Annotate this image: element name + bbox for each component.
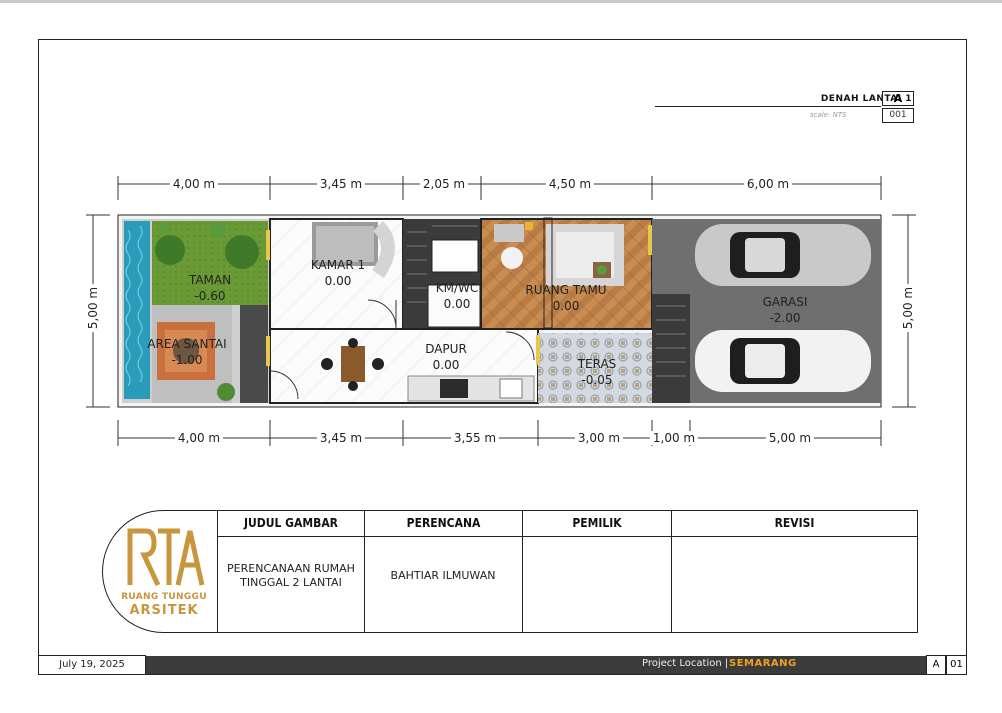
- tb-header-revisi: REVISI: [774, 516, 815, 530]
- room-taman: TAMAN -0.60: [189, 272, 231, 304]
- tb-value-judul: PERENCANAAN RUMAH TINGGAL 2 LANTAI: [227, 562, 355, 590]
- dim-bottom-5: 1,00 m: [649, 431, 699, 445]
- logo-frame: [102, 510, 220, 633]
- footer-location-value: SEMARANG: [729, 658, 797, 669]
- title-underline: [655, 106, 881, 107]
- room-kmwc-level: 0.00: [443, 297, 471, 311]
- footer-sheet-letter: A: [926, 655, 946, 675]
- dim-top-1: 4,00 m: [169, 177, 219, 191]
- room-area-santai: AREA SANTAI -1.00: [147, 336, 226, 368]
- dim-bottom-1: 4,00 m: [174, 431, 224, 445]
- sheet-number-box: 001: [882, 108, 914, 123]
- dim-left: 5,00 m: [86, 283, 100, 333]
- room-dapur: DAPUR 0.00: [425, 341, 467, 373]
- room-teras: TERAS -0.05: [578, 356, 617, 388]
- dim-top-3: 2,05 m: [419, 177, 469, 191]
- tb-header-divider: [217, 536, 918, 537]
- tb-header-judul: JUDUL GAMBAR: [243, 516, 338, 530]
- tb-value-perencana: BAHTIAR ILMUWAN: [390, 569, 496, 582]
- room-ruang-tamu-level: 0.00: [552, 299, 580, 313]
- sheet-border: [38, 39, 967, 675]
- room-kamar-name: KAMAR 1: [310, 257, 366, 272]
- room-kmwc-name: KM/WC: [435, 280, 479, 295]
- room-area-santai-name: AREA SANTAI: [147, 336, 227, 351]
- car-icon: [695, 224, 871, 286]
- scale-label: scale: NTS: [810, 111, 847, 119]
- dim-bottom-2: 3,45 m: [316, 431, 366, 445]
- room-ruang-tamu-name: RUANG TAMU: [525, 282, 607, 297]
- room-garasi: GARASI -2.00: [763, 294, 808, 326]
- tb-header-perencana: PERENCANA: [406, 516, 481, 530]
- logo-text-line2: ARSITEK: [129, 603, 199, 618]
- room-taman-level: -0.60: [194, 289, 226, 303]
- room-garasi-level: -2.00: [769, 311, 801, 325]
- drawing-title: DENAH LANTAI 1: [820, 94, 912, 104]
- room-taman-name: TAMAN: [188, 272, 232, 287]
- room-teras-level: -0.05: [581, 373, 613, 387]
- room-area-santai-level: -1.00: [171, 353, 203, 367]
- room-teras-name: TERAS: [577, 356, 617, 371]
- dim-right: 5,00 m: [901, 283, 915, 333]
- room-kmwc: KM/WC 0.00: [436, 280, 479, 312]
- room-dapur-level: 0.00: [432, 358, 460, 372]
- footer-sheet-number: 01: [946, 655, 967, 675]
- dim-bottom-6: 5,00 m: [765, 431, 815, 445]
- sheet-letter-box: A: [882, 91, 914, 106]
- logo-mark: [127, 528, 205, 587]
- title-separator: ::: [873, 94, 880, 104]
- dim-top-4: 4,50 m: [545, 177, 595, 191]
- logo-text-line1: RUANG TUNGGU: [121, 592, 207, 602]
- room-dapur-name: DAPUR: [425, 341, 467, 356]
- top-strip: [0, 0, 1002, 3]
- dim-bottom-3: 3,55 m: [450, 431, 500, 445]
- car-icon: [695, 330, 871, 392]
- dim-top-2: 3,45 m: [316, 177, 366, 191]
- dim-bottom-4: 3,00 m: [574, 431, 624, 445]
- room-garasi-name: GARASI: [762, 294, 808, 309]
- footer-date: July 19, 2025: [38, 655, 146, 675]
- footer-location-label: Project Location |: [642, 658, 729, 669]
- tb-col-revisi: [671, 510, 918, 633]
- footer-bar: [146, 656, 926, 674]
- room-kamar-level: 0.00: [324, 274, 352, 288]
- room-ruang-tamu: RUANG TAMU 0.00: [525, 282, 606, 314]
- dim-top-5: 6,00 m: [743, 177, 793, 191]
- tb-header-pemilik: PEMILIK: [572, 516, 622, 530]
- room-kamar: KAMAR 1 0.00: [311, 257, 365, 289]
